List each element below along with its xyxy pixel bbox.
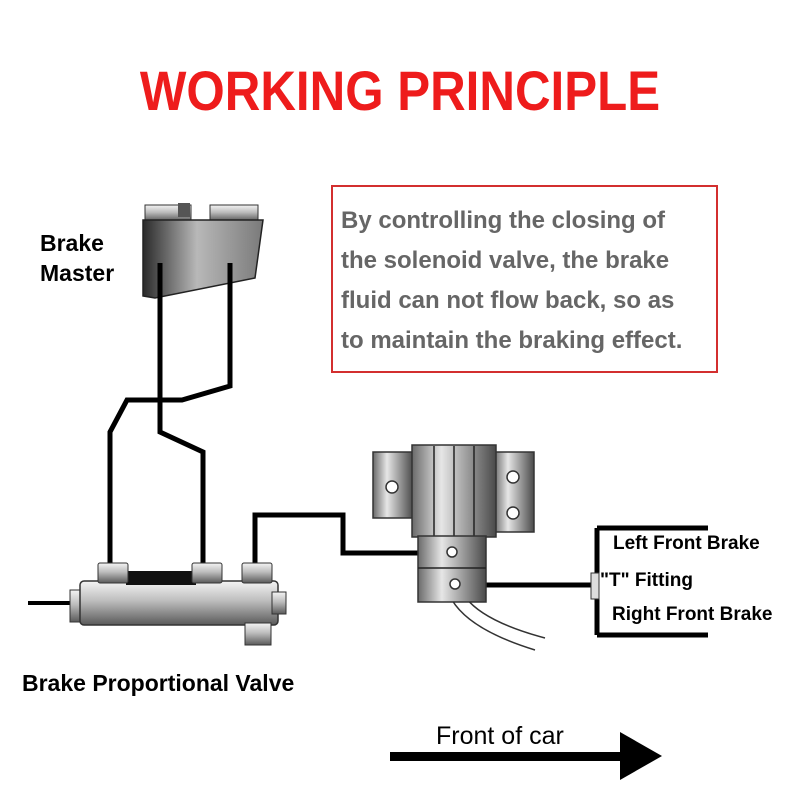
brake-master-label: Brake Master <box>40 230 115 286</box>
info-line: the solenoid valve, the brake <box>341 247 670 274</box>
info-line: to maintain the braking effect. <box>341 327 683 354</box>
front-arrow-icon <box>390 732 662 780</box>
proportional-valve-label: Brake Proportional Valve <box>22 670 295 696</box>
t-fitting-label: "T" Fitting <box>600 570 693 591</box>
page-title: WORKING PRINCIPLE <box>139 59 661 122</box>
t-fitting-icon <box>590 572 600 600</box>
left-front-brake-label: Left Front Brake <box>613 533 760 554</box>
right-front-brake-label: Right Front Brake <box>612 604 773 625</box>
info-line: fluid can not flow back, so as <box>341 287 675 314</box>
solenoid-valve <box>372 444 546 651</box>
brake-proportional-valve <box>28 562 287 646</box>
brake-lines <box>107 263 708 638</box>
brake-master-cylinder <box>142 203 264 299</box>
info-box: By controlling the closing of the soleno… <box>331 185 718 373</box>
front-of-car-label: Front of car <box>436 722 564 750</box>
info-line: By controlling the closing of <box>341 207 665 234</box>
